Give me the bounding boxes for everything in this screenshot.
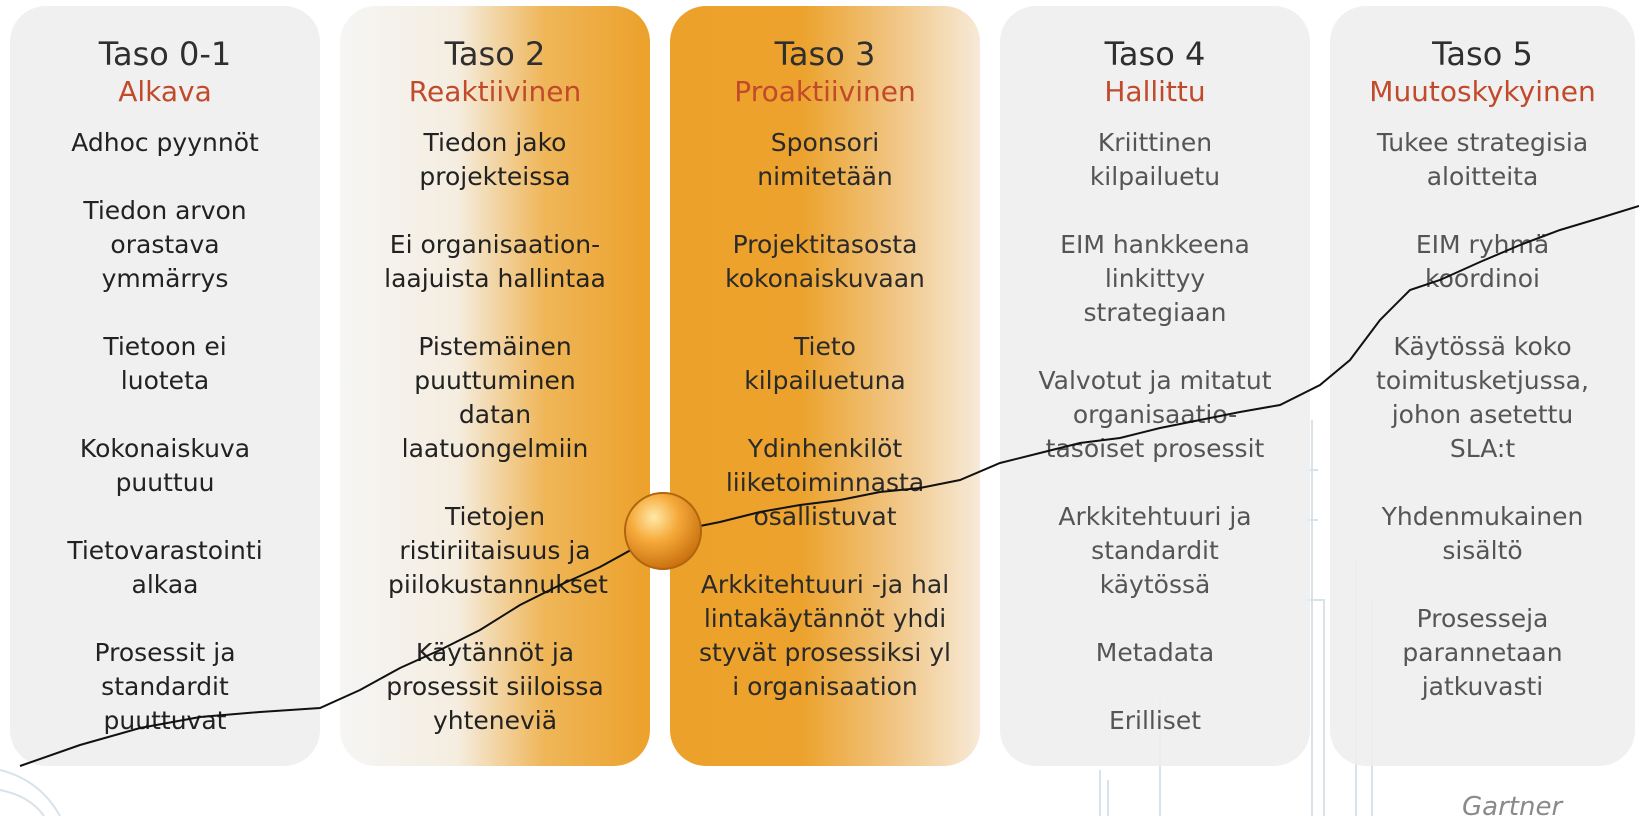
level-item: EIM ryhmä koordinoi — [1415, 230, 1550, 293]
level-item: Adhoc pyynnöt — [71, 128, 259, 157]
level-item: Valvotut ja mitatut organisaatio-tasoise… — [1038, 366, 1272, 463]
level-title: Taso 5 — [1432, 35, 1533, 73]
level-item: Tietojen ristiriitaisuus ja piilokustann… — [388, 502, 608, 599]
level-item: Arkkitehtuuri -ja hallintakäytännöt yhdi… — [699, 570, 951, 701]
level-subtitle: Hallittu — [1104, 75, 1206, 108]
level-item: Yhdenmukainen sisältö — [1381, 502, 1584, 565]
level-subtitle: Alkava — [118, 75, 212, 108]
level-item: Tukee strategisia aloitteita — [1376, 128, 1589, 191]
level-item: Tiedon jako projekteissa — [419, 128, 571, 191]
level-item: EIM hankkeena linkittyy strategiaan — [1060, 230, 1250, 327]
level-item: Tieto kilpailuetuna — [744, 332, 906, 395]
level-column-4: Taso 4 Hallittu Kriittinen kilpailuetu E… — [1000, 6, 1310, 766]
level-column-0-1: Taso 0-1 Alkava Adhoc pyynnöt Tiedon arv… — [10, 6, 320, 766]
level-item: Kokonaiskuva puuttuu — [79, 434, 251, 497]
level-title: Taso 4 — [1104, 35, 1206, 73]
level-items: Tiedon jako projekteissa Ei organisaatio… — [340, 126, 650, 738]
level-subtitle: Reaktiivinen — [408, 75, 582, 108]
level-item: Erilliset — [1108, 706, 1202, 735]
level-items: Adhoc pyynnöt Tiedon arvon orastava ymmä… — [10, 126, 320, 738]
level-title: Taso 3 — [774, 35, 876, 73]
level-item: Käytössä koko toimitusketjussa, johon as… — [1376, 332, 1589, 463]
level-item: Tietovarastointi alkaa — [67, 536, 263, 599]
level-title: Taso 0-1 — [98, 35, 232, 73]
level-items: Sponsori nimitetään Projektitasosta koko… — [670, 126, 980, 704]
level-item: Tiedon arvon orastava ymmärrys — [83, 196, 247, 293]
level-column-5: Taso 5 Muutoskykyinen Tukee strategisia … — [1330, 6, 1635, 766]
level-item: Prosessit ja standardit puuttuvat — [94, 638, 236, 735]
level-item: Arkkitehtuuri ja standardit käytössä — [1058, 502, 1252, 599]
level-item: Metadata — [1095, 638, 1215, 667]
level-item: Sponsori nimitetään — [757, 128, 893, 191]
level-item: Tietoon ei luoteta — [103, 332, 227, 395]
level-item: Ei organisaation-laajuista hallintaa — [384, 230, 606, 293]
level-subtitle: Muutoskykyinen — [1369, 75, 1596, 108]
level-items: Kriittinen kilpailuetu EIM hankkeena lin… — [1000, 126, 1310, 738]
level-column-2: Taso 2 Reaktiivinen Tiedon jako projekte… — [340, 6, 650, 766]
level-item: Projektitasosta kokonaiskuvaan — [725, 230, 925, 293]
level-title: Taso 2 — [444, 35, 546, 73]
level-item: Prosesseja parannetaan jatkuvasti — [1402, 604, 1563, 701]
level-item: Käytännöt ja prosessit siiloissa yhtenev… — [386, 638, 604, 735]
level-item: Kriittinen kilpailuetu — [1089, 128, 1221, 191]
level-column-3: Taso 3 Proaktiivinen Sponsori nimitetään… — [670, 6, 980, 766]
level-item: Ydinhenkilöt liiketoiminnasta osallistuv… — [725, 434, 925, 531]
source-credit: Gartner — [1462, 792, 1563, 822]
level-subtitle: Proaktiivinen — [734, 75, 916, 108]
level-items: Tukee strategisia aloitteita EIM ryhmä k… — [1330, 126, 1635, 704]
level-item: Pistemäinen puuttuminen datan laatuongel… — [401, 332, 589, 463]
